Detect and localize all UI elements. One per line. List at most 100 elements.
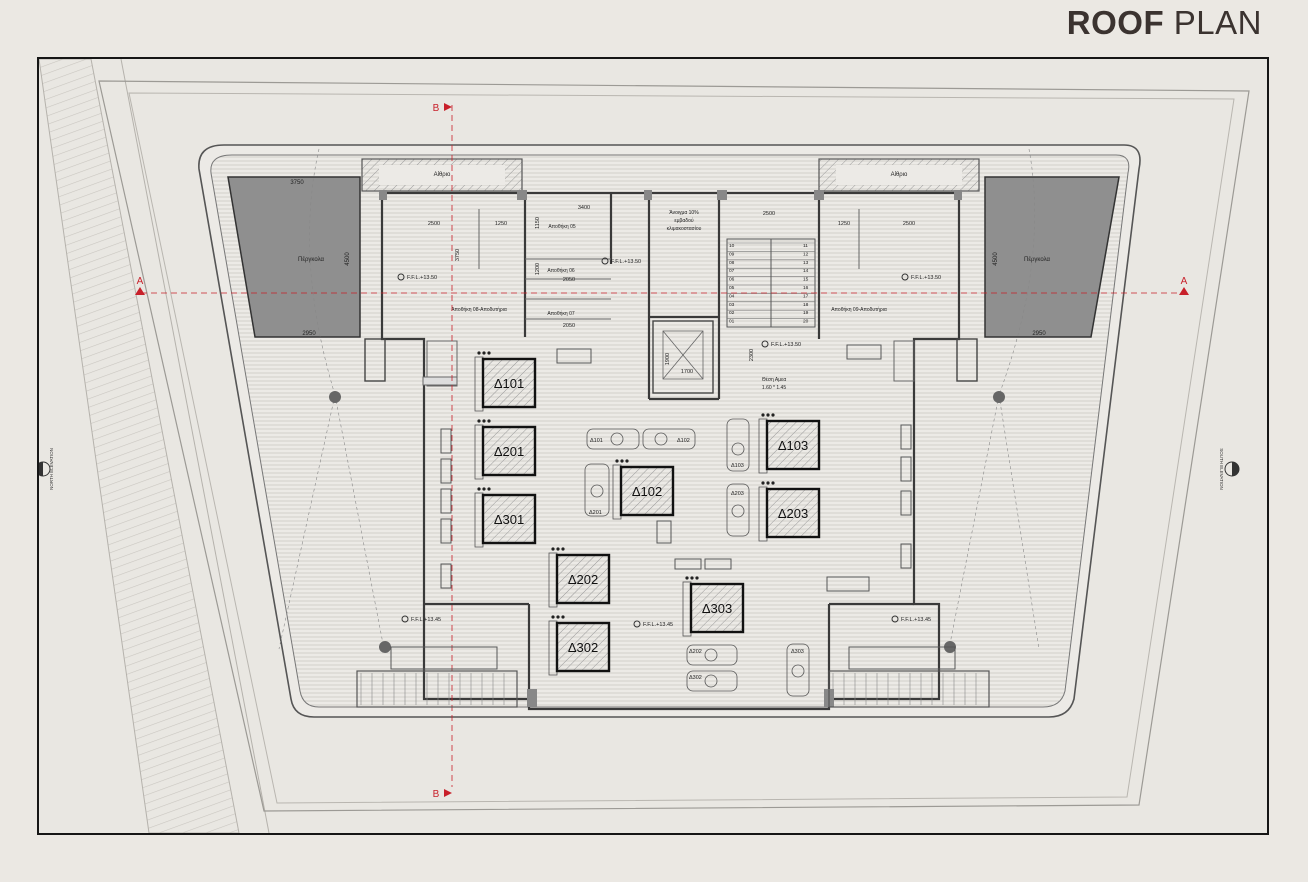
- unit-label: Δ103: [778, 438, 808, 453]
- dim-pergola-right-bottom: 2950: [1032, 331, 1046, 337]
- dim-2500-right: 2500: [903, 221, 915, 227]
- drain-points: [329, 391, 1005, 653]
- disabled-parking-line2: 1.60 * 1.45: [762, 385, 786, 391]
- stair-number-left: 04: [729, 293, 735, 299]
- inner-partitions: [422, 209, 915, 387]
- meter-101-label: Δ101: [590, 438, 603, 444]
- page-title: ROOF PLAN: [1067, 4, 1262, 42]
- pergola-right-label: Πέργκολα: [1024, 256, 1050, 263]
- unit-label: Δ201: [494, 444, 524, 459]
- section-a-left: A: [137, 276, 144, 287]
- dim-2500-center: 2500: [763, 211, 775, 217]
- dim-3750-vertical: 3750: [455, 249, 461, 261]
- dimension-labels: 2500 1250 3400 2050 2050 2500 1250 2500 …: [428, 205, 915, 375]
- stair-number-left: 02: [729, 310, 735, 316]
- store-07-label: Αποθήκη 07: [547, 310, 575, 317]
- dim-pergola-right-side: 4500: [993, 252, 999, 266]
- unit-box-u202: Δ202: [548, 547, 611, 608]
- section-lines: A A B B: [135, 103, 1189, 800]
- ffl-left: F.F.L.+13.50: [407, 275, 437, 281]
- dim-2050-b: 2050: [563, 323, 575, 329]
- stair-number-right: 19: [803, 310, 809, 316]
- stair-number-left: 05: [729, 285, 735, 291]
- unit-box-u102: Δ102: [612, 459, 675, 520]
- atrium-left-label: Αίθριο: [434, 172, 451, 178]
- ffl-center: F.F.L.+13.50: [611, 259, 641, 265]
- stair-number-right: 11: [803, 243, 808, 249]
- elevation-markers: NORTH ELEVATION SOUTH ELEVATION: [39, 448, 1240, 490]
- section-b-bottom: B: [433, 789, 440, 800]
- stair-number-right: 12: [803, 251, 809, 257]
- meter-202-label: Δ202: [689, 649, 702, 655]
- store-06-label: Αποθήκη 06: [547, 267, 575, 274]
- title-light-word: PLAN: [1173, 4, 1262, 41]
- meter-201-label: Δ201: [589, 510, 602, 516]
- dim-1700: 1700: [681, 369, 693, 375]
- meter-303-label: Δ303: [791, 649, 804, 655]
- opening-line1: Άνοιγμα 10%: [669, 210, 699, 216]
- roof-slope-lines: [278, 148, 1040, 650]
- bottom-stairs: [356, 646, 990, 708]
- title-bold-word: ROOF: [1066, 4, 1165, 41]
- stair-number-left: 08: [729, 260, 735, 266]
- level-markers: F.F.L.+13.50 F.F.L.+13.50 F.F.L.+13.50 F…: [397, 257, 941, 628]
- meter-cabinets: Δ101 Δ102 Δ103 Δ203 Δ201 Δ202 Δ302 Δ303: [584, 418, 810, 697]
- meter-102-label: Δ102: [677, 438, 690, 444]
- pergola-right: Πέργκολα 2950 4500: [984, 176, 1120, 338]
- disabled-parking-line1: Θέση Αμεα: [762, 376, 787, 383]
- south-elevation-label: SOUTH ELEVATION: [1219, 448, 1224, 490]
- unit-box-u303: Δ303: [682, 576, 745, 637]
- dim-1150: 1150: [535, 217, 541, 229]
- unit-label: Δ203: [778, 506, 808, 521]
- ffl-bottom-center: F.F.L.+13.45: [643, 622, 673, 628]
- unit-box-u301: Δ301: [474, 487, 537, 548]
- meter-203-label: Δ203: [731, 491, 744, 497]
- wall-blocks: [364, 190, 978, 707]
- road-strip: [39, 59, 270, 833]
- stair-number-right: 14: [803, 268, 809, 274]
- dim-1250-right: 1250: [838, 221, 850, 227]
- unit-box-u302: Δ302: [548, 615, 611, 676]
- meter-302-label: Δ302: [689, 675, 702, 681]
- dim-3400: 3400: [578, 205, 590, 211]
- dim-2300: 2300: [749, 349, 755, 361]
- stair-number-right: 15: [803, 277, 809, 283]
- plot-boundary: [98, 80, 1250, 812]
- north-elevation-label: NORTH ELEVATION: [49, 448, 54, 490]
- roof-plan-drawing: Πέργκολα 3750 2950 4500 Πέργκολα 2950 45…: [39, 59, 1250, 833]
- elevator: [652, 320, 714, 394]
- unit-box-u203: Δ203: [758, 481, 821, 542]
- room-labels: Αποθήκη 08-Αποδυτήρια Αποθήκη 05 Αποθήκη…: [451, 210, 887, 391]
- stair-number-right: 17: [803, 293, 809, 299]
- unit-label: Δ102: [632, 484, 662, 499]
- dim-1200: 1200: [535, 263, 541, 275]
- opening-line2: εμβαδού: [674, 217, 693, 224]
- meter-103-label: Δ103: [731, 463, 744, 469]
- stair-number-left: 03: [729, 302, 735, 308]
- ffl-bottom-left: F.F.L.+13.45: [411, 617, 441, 623]
- ffl-bottom-right: F.F.L.+13.45: [901, 617, 931, 623]
- unit-box-u101: Δ101: [474, 351, 537, 412]
- unit-label: Δ301: [494, 512, 524, 527]
- stair-number-left: 01: [729, 319, 735, 325]
- dim-pergola-left-side: 4500: [345, 252, 351, 266]
- pergola-left-label: Πέργκολα: [298, 256, 324, 263]
- dim-1900: 1900: [665, 353, 671, 365]
- ffl-stair: F.F.L.+13.50: [771, 342, 801, 348]
- dim-2050-a: 2050: [563, 277, 575, 283]
- ac-units: [440, 344, 912, 592]
- unit-label: Δ202: [568, 572, 598, 587]
- dim-pergola-left-bottom: 2950: [302, 331, 316, 337]
- dim-pergola-left-top: 3750: [290, 180, 304, 186]
- unit-label: Δ303: [702, 601, 732, 616]
- stair-number-right: 16: [803, 285, 809, 291]
- stair-number-left: 10: [729, 243, 735, 249]
- atrium-right-label: Αίθριο: [891, 172, 908, 178]
- unit-label: Δ101: [494, 376, 524, 391]
- unit-label: Δ302: [568, 640, 598, 655]
- store-08-label: Αποθήκη 08-Αποδυτήρια: [451, 306, 507, 313]
- store-05-label: Αποθήκη 05: [548, 223, 576, 230]
- stair-number-left: 06: [729, 277, 735, 283]
